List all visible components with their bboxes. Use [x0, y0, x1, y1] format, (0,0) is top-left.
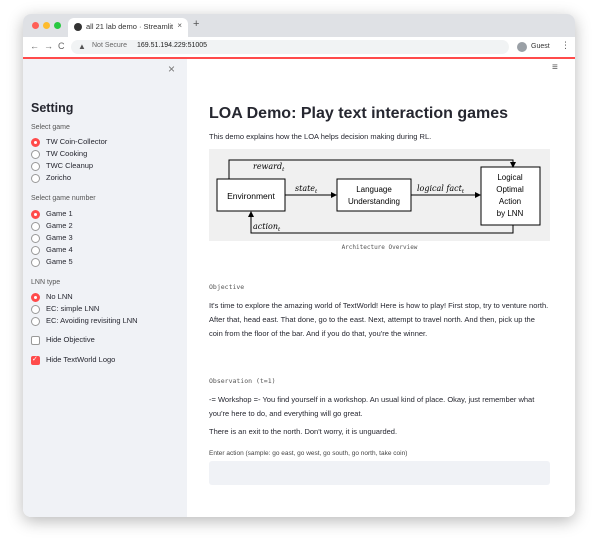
environment-box: [216, 178, 286, 212]
close-window-dot[interactable]: [32, 22, 39, 29]
optimal-label-3: Action: [499, 197, 521, 206]
main-content: ≡ LOA Demo: Play text interaction games …: [187, 59, 575, 517]
forward-icon[interactable]: →: [44, 41, 53, 51]
back-icon[interactable]: ←: [30, 41, 39, 51]
sidebar-title: Setting: [31, 101, 74, 115]
profile-name[interactable]: Guest: [531, 43, 550, 50]
radio-icon: [31, 258, 40, 267]
sidebar: × Setting Select game TW Coin-Collector …: [23, 59, 187, 517]
optimal-label-2: Optimal: [496, 185, 524, 194]
radio-icon: [31, 150, 40, 159]
state-label: statet: [295, 184, 318, 195]
radio-icon: [31, 174, 40, 183]
optimal-label-1: Logical: [497, 173, 523, 182]
intro-text: This demo explains how the LOA helps dec…: [209, 132, 432, 141]
optimal-label-4: by LNN: [497, 209, 524, 218]
browser-menu-icon[interactable]: ⋮: [561, 40, 570, 50]
radio-selected-icon: [31, 210, 40, 219]
hamburger-menu-icon[interactable]: ≡: [552, 62, 558, 73]
radio-icon: [31, 234, 40, 243]
observation-text: -= Workshop =- You find yourself in a wo…: [209, 395, 535, 418]
radio-selected-icon: [31, 293, 40, 302]
profile-avatar[interactable]: [517, 42, 527, 52]
streamlit-favicon-icon: [74, 23, 82, 31]
logical-fact-label: logical factt: [417, 184, 465, 195]
maximize-window-dot[interactable]: [54, 22, 61, 29]
radio-icon: [31, 222, 40, 231]
architecture-diagram: Environment Language Understanding Logic…: [209, 149, 550, 241]
language-label-1: Language: [356, 185, 392, 194]
action-arrow: [248, 211, 514, 234]
url-omnibox[interactable]: ▲ Not Secure 169.51.194.229:51005: [71, 40, 509, 54]
objective-text: It's time to explore the amazing world o…: [209, 301, 549, 338]
environment-label: Environment: [227, 191, 275, 201]
radio-icon: [31, 162, 40, 171]
reward-label: rewardt: [253, 162, 285, 173]
game-number-label: Select game number: [31, 195, 96, 202]
streamlit-header-decoration: [23, 57, 575, 59]
minimize-window-dot[interactable]: [43, 22, 50, 29]
radio-icon: [31, 317, 40, 326]
radio-icon: [31, 246, 40, 255]
language-box: [336, 178, 412, 212]
objective-heading: Objective: [209, 283, 245, 291]
radio-icon: [31, 305, 40, 314]
page-title: LOA Demo: Play text interaction games: [209, 105, 509, 122]
observation-heading: Observation (t=1): [209, 377, 276, 385]
diagram-caption: Architecture Overview: [341, 244, 418, 251]
reload-icon[interactable]: C: [58, 41, 65, 51]
warning-icon: ▲: [78, 42, 86, 51]
action-input[interactable]: [209, 461, 550, 485]
checkbox-checked-icon: [31, 355, 40, 365]
language-label-2: Understanding: [348, 197, 400, 206]
radio-selected-icon: [31, 138, 40, 147]
new-tab-button[interactable]: +: [193, 18, 200, 30]
sidebar-close-icon[interactable]: ×: [168, 62, 176, 76]
exit-text: There is an exit to the north. Don't wor…: [209, 427, 398, 436]
reward-arrow: [228, 159, 516, 179]
action-label: actiont: [253, 222, 281, 233]
architecture-diagram-svg: Environment Language Understanding Logic…: [216, 159, 541, 234]
browser-window: all 21 lab demo · Streamlit × + ← → C ▲ …: [23, 14, 575, 517]
action-input-label: Enter action (sample: go east, go west, …: [209, 450, 408, 457]
tab-bar: all 21 lab demo · Streamlit × +: [23, 14, 575, 37]
browser-tab[interactable]: all 21 lab demo · Streamlit ×: [68, 18, 188, 37]
checkbox-icon: [31, 336, 40, 345]
address-bar: ← → C ▲ Not Secure 169.51.194.229:51005 …: [23, 37, 575, 58]
security-status: Not Secure: [92, 42, 128, 49]
tab-close-icon[interactable]: ×: [177, 21, 182, 30]
game-select-label: Select game: [31, 124, 70, 131]
url-text[interactable]: 169.51.194.229:51005: [137, 42, 208, 49]
lnn-type-label: LNN type: [31, 279, 61, 286]
tab-title: all 21 lab demo · Streamlit: [86, 22, 174, 31]
